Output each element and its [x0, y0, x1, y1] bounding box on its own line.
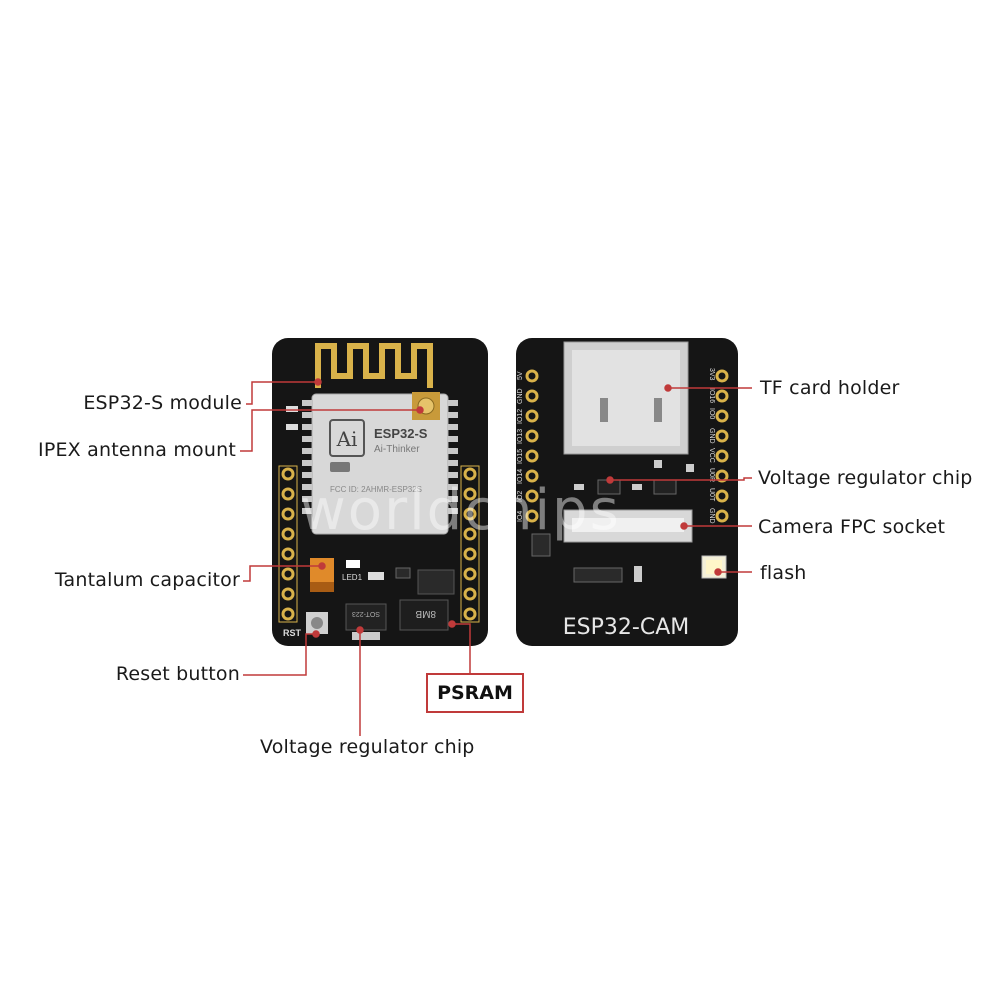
- module-name-text: ESP32-S: [374, 426, 428, 441]
- label-camera-fpc-socket: Camera FPC socket: [758, 516, 946, 538]
- psram-chip: [399, 599, 449, 631]
- back-pin-right-3: GND: [708, 428, 715, 444]
- label-tantalum-capacitor: Tantalum capacitor: [54, 569, 240, 591]
- module-fcc-text: FCC ID: 2AHMR-ESP32S: [330, 485, 422, 494]
- module-maker-text: Ai-Thinker: [374, 444, 420, 455]
- sot223-label: SOT-223: [352, 610, 380, 617]
- label-esp32-module: ESP32-S module: [83, 392, 242, 414]
- label-flash: flash: [760, 562, 807, 584]
- back-pin-right-1: IO16: [708, 388, 715, 403]
- label-ipex-antenna: IPEX antenna mount: [38, 439, 236, 461]
- back-pin-right-0: 3V3: [708, 368, 715, 381]
- label-voltage-regulator-right: Voltage regulator chip: [758, 467, 973, 489]
- front-board: Ai ESP32-S Ai-Thinker FCC ID: 2AHMR-ESP3…: [272, 338, 488, 646]
- svg-text:Ai: Ai: [336, 427, 358, 451]
- back-pin-right-2: IO0: [708, 408, 715, 419]
- label-tf-card-holder: TF card holder: [760, 377, 900, 399]
- front-left-header: [281, 467, 295, 621]
- pcb-antenna: [315, 343, 433, 388]
- back-board-title: ESP32-CAM: [563, 615, 689, 640]
- label-voltage-regulator-bottom: Voltage regulator chip: [260, 736, 475, 758]
- rst-label: RST: [283, 628, 302, 638]
- back-pin-left-1: GND: [517, 388, 524, 404]
- callout-lines: [240, 378, 752, 736]
- back-pin-left-7: IO4: [517, 511, 524, 522]
- back-pin-left-4: IO15: [517, 449, 524, 464]
- back-pin-left-6: IO2: [517, 491, 524, 502]
- watermark: worldchips: [300, 478, 621, 543]
- back-pin-left-5: IO14: [517, 469, 524, 484]
- label-psram: PSRAM: [426, 673, 524, 713]
- back-pin-left-0: 5V: [517, 371, 524, 380]
- back-pin-right-6: U0T: [708, 488, 715, 502]
- front-right-header: [463, 467, 477, 621]
- regulator-chip-front: [345, 603, 387, 631]
- back-pin-right-5: U0R: [708, 468, 715, 482]
- label-reset-button: Reset button: [115, 663, 240, 685]
- psram-chip-label: 8MB: [415, 608, 436, 619]
- back-pin-right-4: VCC: [708, 448, 715, 463]
- back-pin-left-2: IO12: [517, 409, 524, 424]
- back-pin-left-3: IO13: [517, 429, 524, 444]
- back-board: 5V GND IO12 IO13 IO15 IO14 IO2 IO4 3V3 I…: [516, 338, 738, 646]
- led-label: LED1: [342, 573, 363, 582]
- back-pin-right-7: GND: [708, 508, 715, 524]
